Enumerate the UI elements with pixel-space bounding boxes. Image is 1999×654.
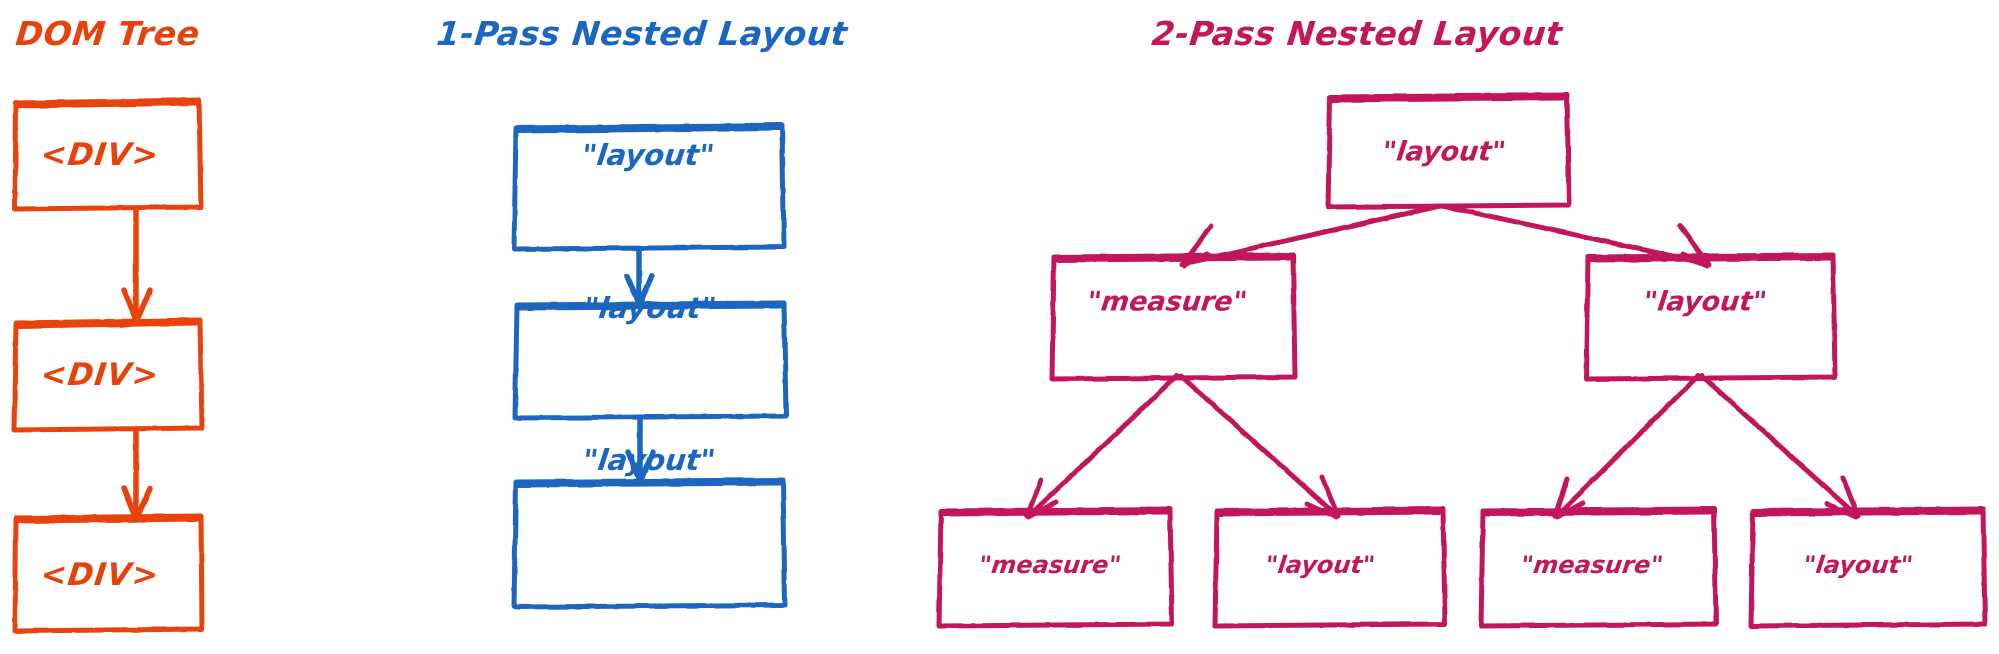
twopass-node-label-ll: "measure" (977, 551, 1123, 579)
twopass-node-label-left: "measure" (1085, 286, 1249, 318)
twopass-edge-right-to-rl (1552, 373, 1701, 520)
twopass-edge-left-to-ll (1024, 373, 1180, 520)
twopass-node-label-lr: "layout" (1263, 551, 1377, 579)
dom-node-label-2: <DIV> (38, 357, 162, 393)
onepass-node-label-2: "layout" (581, 291, 719, 325)
column-title-dom-tree: DOM Tree (13, 14, 202, 53)
onepass-node-box-3 (511, 477, 788, 610)
dom-arrow-2-to-3 (121, 426, 153, 521)
column-title-two-pass: 2-Pass Nested Layout (1149, 14, 1565, 53)
twopass-edge-right-to-rr (1699, 373, 1861, 520)
dom-arrow-1-to-2 (121, 205, 153, 323)
twopass-node-label-rr: "layout" (1801, 551, 1915, 579)
onepass-node-label-1: "layout" (579, 138, 717, 172)
dom-node-label-3: <DIV> (38, 557, 162, 593)
twopass-edge-root-to-right (1440, 203, 1712, 269)
onepass-node-label-3: "layout" (580, 443, 718, 477)
twopass-edge-root-to-left (1179, 203, 1443, 269)
twopass-node-label-right: "layout" (1641, 286, 1769, 318)
dom-node-label-1: <DIV> (38, 137, 162, 173)
twopass-node-label-rl: "measure" (1519, 551, 1665, 579)
column-title-one-pass: 1-Pass Nested Layout (434, 14, 850, 53)
twopass-node-label-root: "layout" (1380, 136, 1508, 168)
twopass-edge-left-to-lr (1178, 373, 1341, 520)
